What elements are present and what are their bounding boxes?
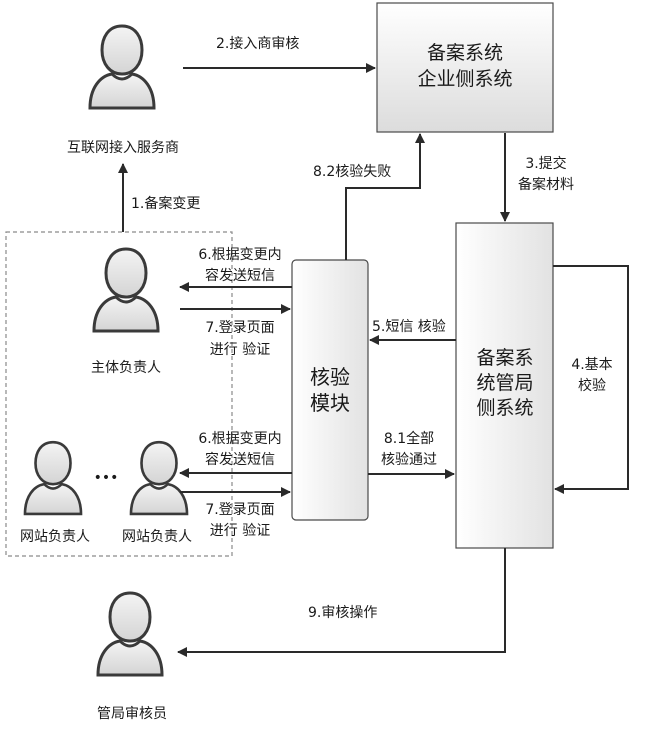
user-group-dashed-border [5, 231, 233, 557]
principal-label: 主体负责人 [91, 360, 161, 376]
step-7a-label-line-1: 7.登录页面 [205, 320, 274, 336]
arrow-step-8-2 [345, 133, 425, 260]
isp-person-icon [88, 24, 156, 110]
step-7b-label-line-1: 7.登录页面 [205, 502, 274, 518]
step-8-1-label-line-1: 8.1全部 [384, 430, 434, 447]
step-7b-label-line-2: 进行 验证 [210, 523, 270, 539]
isp-label: 互联网接入服务商 [67, 139, 179, 156]
auditor-label: 管局审核员 [97, 706, 167, 722]
step-2-label: 2.接入商审核 [216, 35, 299, 52]
principal-person-icon [92, 247, 160, 333]
ellipsis-label: ••• [94, 470, 119, 486]
site-owner-2-label: 网站负责人 [122, 529, 192, 545]
step-4-label-line-1: 4.基本 [571, 356, 612, 373]
step-4-label-line-2: 校验 [578, 377, 606, 394]
step-6b-label-line-1: 6.根据变更内 [198, 431, 281, 447]
step-5-label: 5.短信 核验 [372, 319, 446, 335]
verify-box-line-1: 核验 [310, 365, 350, 389]
step-6a-label-line-1: 6.根据变更内 [198, 247, 281, 263]
arrow-step-4 [553, 265, 629, 494]
site-owner-1-label: 网站负责人 [20, 529, 90, 545]
enterprise-box-line-1: 备案系统 [427, 42, 503, 64]
verification-module-box: 核验 模块 [291, 259, 369, 521]
step-8-2-label: 8.2核验失败 [313, 164, 391, 180]
site-owner-1-person-icon [23, 440, 83, 516]
bureau-box-line-3: 侧系统 [476, 397, 533, 419]
enterprise-system-box: 备案系统 企业侧系统 [376, 2, 554, 133]
step-8-1-label-line-2: 核验通过 [381, 452, 437, 468]
step-6a-label-line-2: 容发送短信 [205, 267, 275, 284]
step-9-label: 9.审核操作 [308, 605, 377, 621]
site-owner-2-person-icon [129, 440, 189, 516]
bureau-box-line-1: 备案系 [476, 347, 533, 369]
step-1-label: 1.备案变更 [131, 195, 200, 212]
enterprise-box-line-2: 企业侧系统 [417, 68, 512, 90]
step-3-label-line-2: 备案材料 [518, 176, 574, 193]
arrow-step-9 [177, 548, 506, 657]
step-3-label-line-1: 3.提交 [525, 155, 566, 172]
step-6b-label-line-2: 容发送短信 [205, 451, 275, 468]
auditor-person-icon [96, 591, 164, 677]
verify-box-line-2: 模块 [310, 391, 350, 415]
step-7a-label-line-2: 进行 验证 [210, 342, 270, 358]
bureau-box-line-2: 统管局 [476, 372, 533, 394]
bureau-system-box: 备案系 统管局 侧系统 [455, 222, 554, 549]
